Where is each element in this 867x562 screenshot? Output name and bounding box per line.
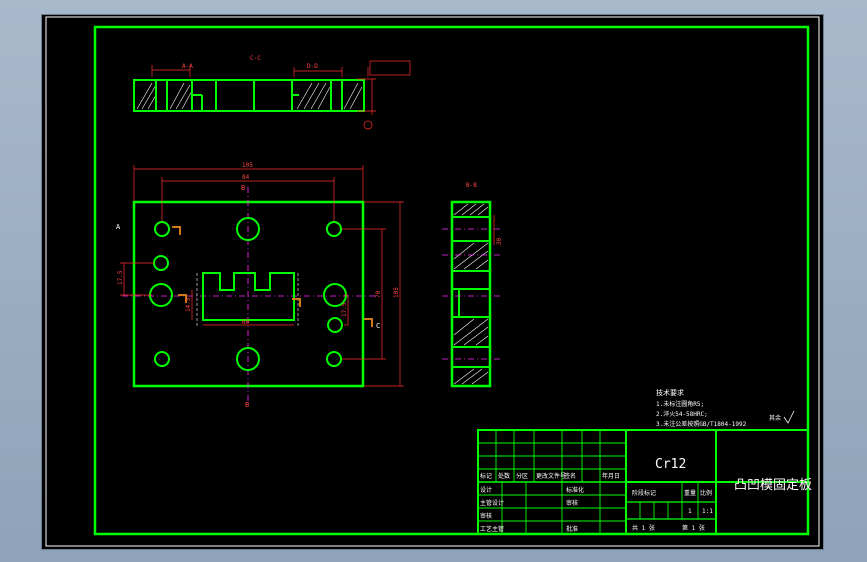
dim-right-offset: 17.5 [341, 302, 348, 317]
section-marker-a: A [116, 223, 121, 231]
part-name: 凸凹模固定板 [734, 478, 812, 493]
dim-overall-width: 105 [242, 162, 253, 169]
stage-label-scale: 比例 [700, 489, 712, 497]
dim-height-outer: 105 [393, 287, 400, 298]
punch-slot [202, 272, 295, 321]
weight-value: 1 [688, 508, 692, 515]
stage-label-marks: 阶段标记 [632, 489, 656, 497]
drawing-border [93, 25, 810, 536]
row-label-design: 设计 [480, 486, 492, 494]
section-label-left: A-A [182, 63, 193, 70]
title-block: 标记 处数 分区 更改文件号 签名 年月日 设计 主管设计 审核 工艺主管 标准… [477, 429, 812, 535]
surface-roughness-note: 其余 [769, 414, 781, 422]
header-cell-change-doc: 更改文件号 [536, 472, 566, 480]
scale-value: 1:1 [702, 508, 713, 515]
side-view: B-B 30 [442, 182, 503, 388]
notes-title: 技术要求 [656, 388, 684, 397]
section-label-center: C-C [250, 55, 261, 62]
centerline-label-bottom: B [245, 401, 249, 409]
header-cell-signature: 签名 [564, 472, 576, 480]
technical-notes: 技术要求 1.未标注圆角R5; 2.淬火54-58HRC; 3.未注公差按照GB… [656, 388, 795, 428]
top-section-view: A-A C-C D-D [133, 55, 411, 130]
dim-left-offset: 17.5 [117, 270, 124, 285]
note-item-3: 3.未注公差按照GB/T1804-1992 [656, 420, 747, 428]
plan-view: A C B B 105 84 105 70 17.5 17.5 14.5 60 [116, 162, 404, 409]
header-cell-mark: 标记 [480, 472, 492, 480]
section-marker-c: C [376, 322, 380, 330]
sheets-total: 共 1 张 [632, 524, 655, 532]
plate-outline [132, 200, 365, 388]
sheet-outer-frame [45, 16, 820, 547]
side-view-title: B-B [466, 182, 477, 189]
dim-height-inner: 70 [375, 290, 382, 298]
stage-label-weight: 重量 [684, 489, 696, 497]
section-label-right: D-D [307, 63, 318, 70]
sheet-number: 第 1 张 [682, 524, 705, 532]
note-item-1: 1.未标注圆角R5; [656, 400, 704, 408]
col-label-check: 审核 [566, 499, 578, 507]
dim-side-thickness: 30 [496, 237, 503, 245]
drawing-viewport[interactable]: A-A C-C D-D A C B [42, 15, 823, 549]
cad-drawing: A-A C-C D-D A C B [45, 16, 820, 547]
row-label-chief-design: 主管设计 [480, 499, 504, 507]
row-label-review: 审核 [480, 512, 492, 520]
dim-slot-width: 60 [242, 319, 250, 326]
note-item-2: 2.淬火54-58HRC; [656, 410, 708, 418]
header-cell-zone: 分区 [516, 472, 528, 480]
row-label-process: 工艺主管 [480, 525, 504, 533]
dim-slot-height: 14.5 [185, 297, 192, 312]
dim-hole-span: 84 [242, 174, 250, 181]
col-label-approve: 批准 [566, 525, 578, 533]
centerline-label-top: B [241, 184, 245, 192]
header-cell-count: 处数 [498, 472, 510, 480]
header-cell-date: 年月日 [602, 472, 620, 480]
material-label: Cr12 [655, 457, 686, 472]
col-label-standard: 标准化 [566, 486, 584, 494]
